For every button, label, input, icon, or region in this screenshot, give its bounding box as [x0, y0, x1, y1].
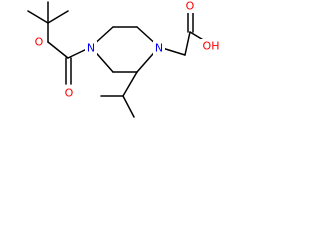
label-bg-ester-oxygen: [33, 35, 45, 49]
acid-hydroxyl-label: OH: [203, 40, 220, 53]
label-bg-acid-hydroxyl: [200, 39, 222, 53]
bond-oxygen-to-carbonyl: [47, 41, 69, 59]
bond-layer: [27, 1, 211, 118]
ring-nitrogen-alkyl-label: N: [155, 42, 163, 55]
bond-c2-to-isopropyl: [122, 71, 138, 97]
molecule-structure: O O N N O OH: [27, 0, 222, 118]
ring-nitrogen-boc-label: N: [87, 42, 95, 55]
label-bg-ester-carbonyl-oxygen: [63, 86, 75, 100]
label-bg-acid-carbonyl-oxygen: [184, 0, 196, 13]
bond-tbu-methyl-right: [47, 10, 69, 24]
label-bg-ring-nitrogen-boc: [85, 41, 97, 55]
ester-carbonyl-oxygen-label: O: [65, 87, 74, 100]
ester-oxygen-label: O: [35, 36, 44, 49]
bond-methylene-to-acid-carbon: [184, 31, 191, 56]
bond-tbu-methyl-left: [27, 10, 49, 24]
label-bg-ring-nitrogen-alkyl: [153, 41, 165, 55]
label-layer: O O N N O OH: [33, 0, 222, 100]
acid-carbonyl-oxygen-label: O: [186, 0, 195, 13]
bond-isopropyl-methyl-down: [122, 95, 135, 118]
